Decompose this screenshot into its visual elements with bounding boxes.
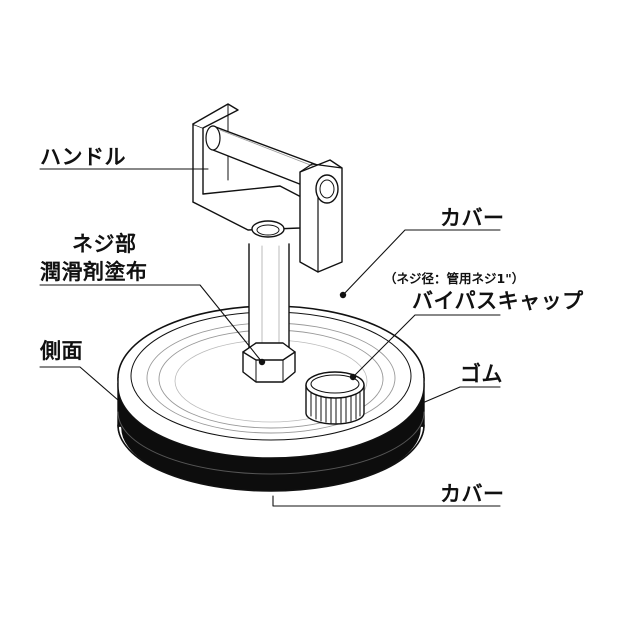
leader-dots <box>258 291 357 381</box>
leader-cover-bottom <box>272 495 501 507</box>
label-cover-top: カバー <box>440 206 505 230</box>
label-thread-line2: 潤滑剤塗布 <box>40 260 148 284</box>
leader-thread <box>39 284 263 363</box>
hex-nut <box>242 342 296 383</box>
bottom-cover-edge <box>117 424 425 492</box>
leader-rubber <box>419 386 501 405</box>
bypass-cap <box>305 371 365 425</box>
leader-cover-top <box>342 229 501 296</box>
label-rubber: ゴム <box>460 362 503 386</box>
leader-lines <box>39 168 501 507</box>
leader-side <box>39 366 119 401</box>
handle-bracket <box>192 103 343 273</box>
label-handle: ハンドル <box>40 145 126 169</box>
label-thread-size: （ネジ径：管用ネジ1"） <box>384 271 525 286</box>
label-bypass-cap: バイパスキャップ <box>412 289 584 313</box>
shaft <box>248 243 290 349</box>
label-cover-bottom: カバー <box>440 482 505 506</box>
label-thread-line1: ネジ部 <box>72 232 137 256</box>
label-side: 側面 <box>40 339 83 363</box>
leader-bypass-cap <box>352 314 501 378</box>
